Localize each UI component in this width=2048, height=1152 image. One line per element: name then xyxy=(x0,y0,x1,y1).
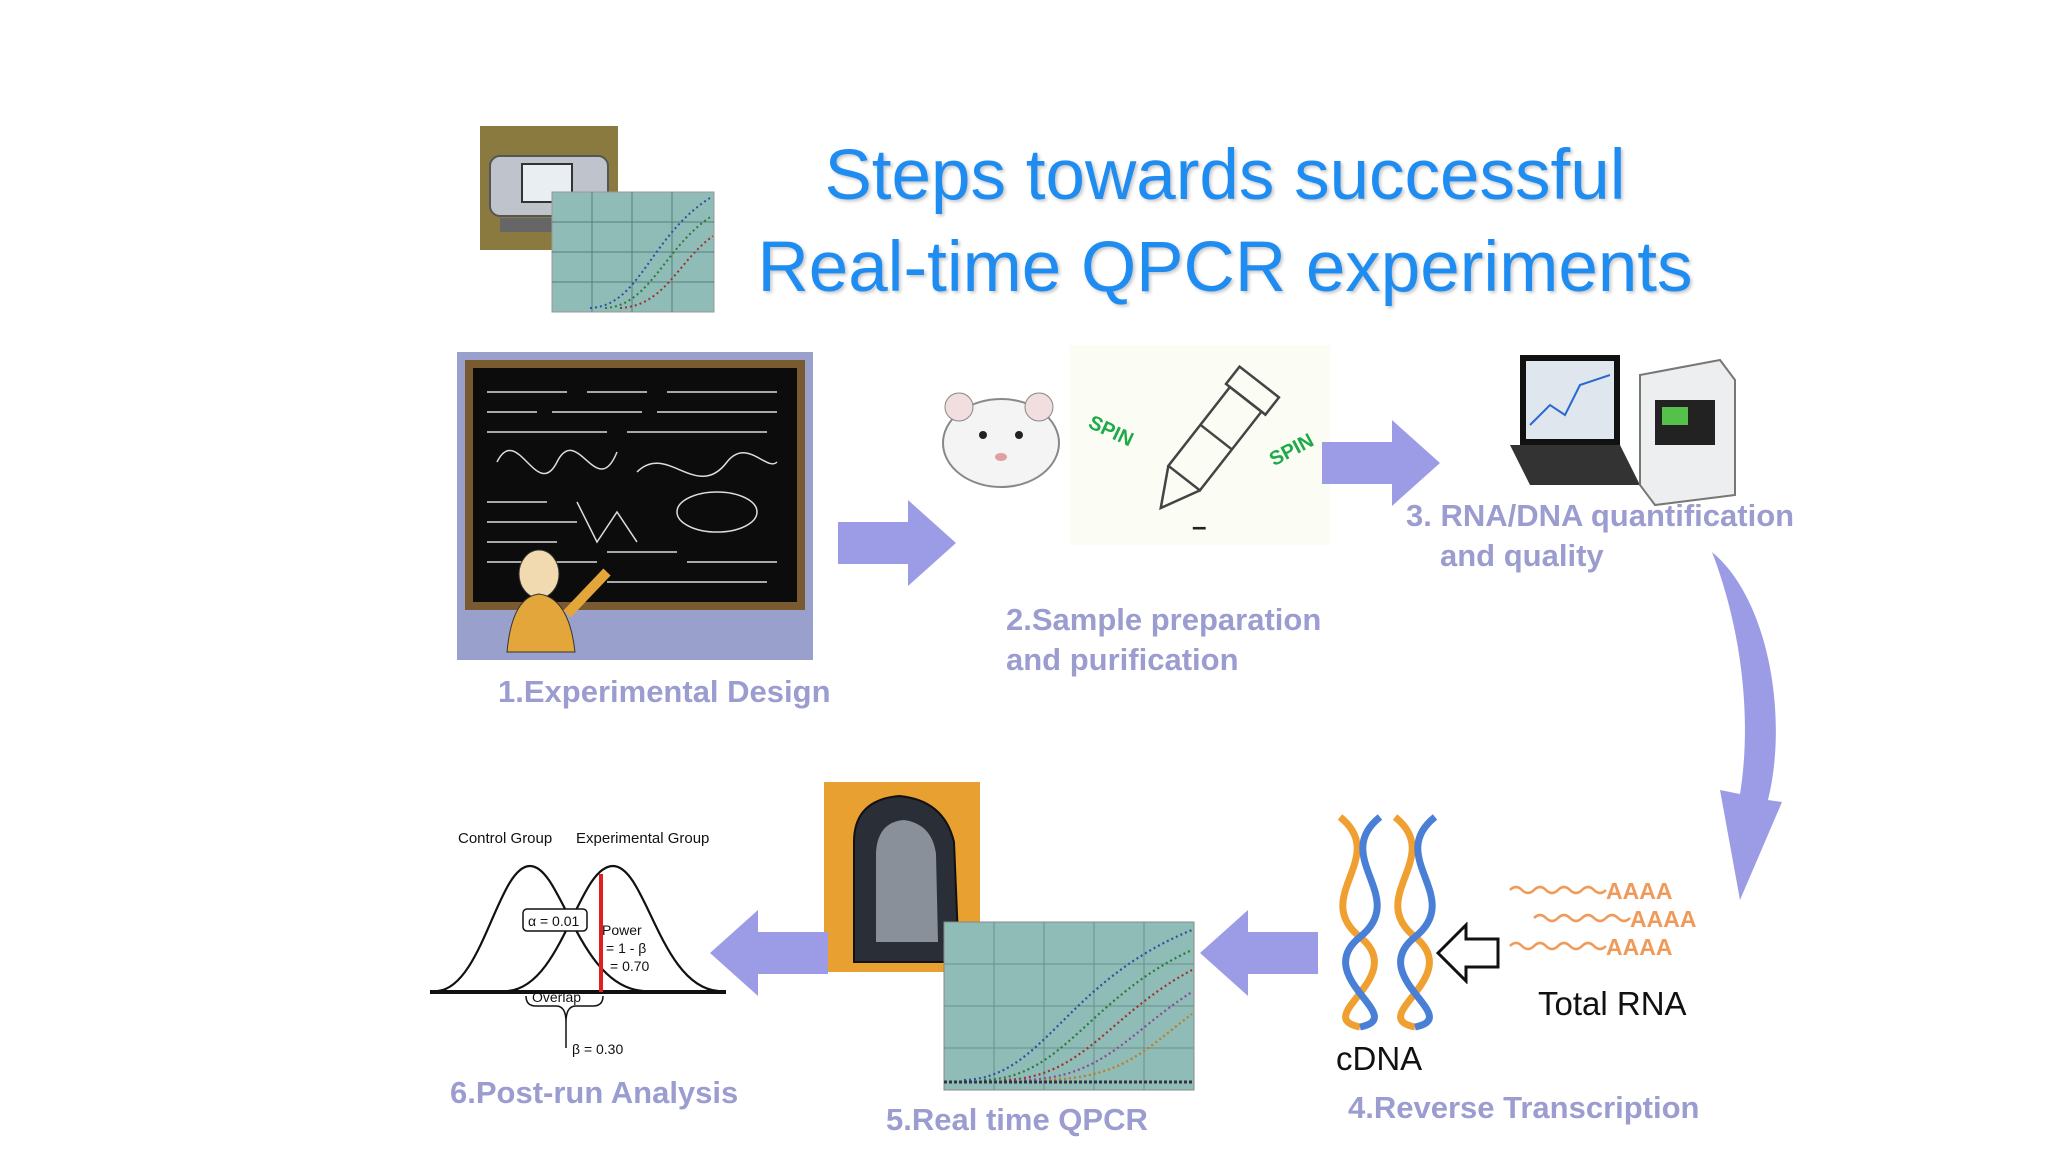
spin-tube-illustration: SPIN SPIN – xyxy=(1070,345,1330,545)
power-label-line-1: Power xyxy=(602,922,642,938)
step-2-label-line-1: 2.Sample preparation xyxy=(1006,600,1321,640)
total-rna-label: Total RNA xyxy=(1538,985,1687,1023)
step-6-label: 6.Post-run Analysis xyxy=(450,1073,738,1113)
quantification-instrument xyxy=(1510,345,1740,510)
step-4-label: 4.Reverse Transcription xyxy=(1348,1088,1700,1128)
qpcr-instrument-and-plot xyxy=(824,782,1196,1092)
cdna-helix-graphic xyxy=(1325,812,1455,1032)
blackboard-illustration xyxy=(457,352,813,660)
cdna-label: cDNA xyxy=(1336,1040,1422,1078)
arrow-step4-to-step5 xyxy=(1200,910,1318,996)
mouse-icon xyxy=(935,385,1065,495)
power-label-line-2: = 1 - β xyxy=(606,940,646,956)
curved-arrow-step3-to-step4 xyxy=(1700,540,1800,920)
step-3-label-line-1: 3. RNA/DNA quantification xyxy=(1406,496,1794,536)
title-line-1: Steps towards successful xyxy=(650,130,1800,222)
alpha-label: α = 0.01 xyxy=(528,913,580,929)
polya-label-2: AAAA xyxy=(1630,906,1696,933)
step-5-label: 5.Real time QPCR xyxy=(886,1100,1148,1140)
power-label-line-3: = 0.70 xyxy=(610,958,650,974)
arrow-step1-to-step2 xyxy=(838,500,956,586)
beta-label: β = 0.30 xyxy=(572,1041,623,1057)
diagram-title: Steps towards successful Real-time QPCR … xyxy=(650,130,1800,314)
overlap-label: Overlap xyxy=(532,989,581,1005)
experimental-group-label: Experimental Group xyxy=(576,830,709,847)
step-2-label-line-2: and purification xyxy=(1006,640,1321,680)
step-1-label: 1.Experimental Design xyxy=(498,672,831,712)
qpcr-logo-graphic xyxy=(480,126,720,316)
arrow-step2-to-step3 xyxy=(1322,420,1440,506)
polya-label-1: AAAA xyxy=(1606,878,1672,905)
power-analysis-plot: Control Group Experimental Group α = 0.0… xyxy=(428,826,728,1076)
tube-minus-label: – xyxy=(1192,511,1206,541)
title-line-2: Real-time QPCR experiments xyxy=(650,222,1800,314)
polya-label-3: AAAA xyxy=(1606,934,1672,961)
step-2-label: 2.Sample preparation and purification xyxy=(1006,600,1321,680)
control-group-label: Control Group xyxy=(458,830,552,847)
